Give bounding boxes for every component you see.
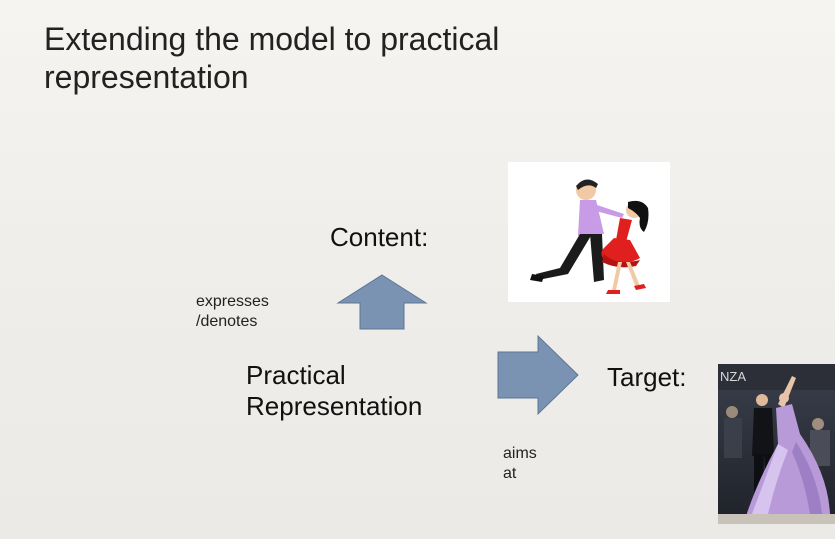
up-arrow-label: expresses /denotes bbox=[196, 292, 269, 332]
slide-title-line-1: Extending the model to practical bbox=[44, 21, 500, 57]
content-image bbox=[508, 162, 670, 302]
ballroom-dancers-photo-icon: NZA bbox=[718, 364, 835, 524]
right-arrow-label: aims at bbox=[503, 444, 537, 484]
up-arrow-label-line-2: /denotes bbox=[196, 313, 258, 330]
up-arrow-label-line-1: expresses bbox=[196, 293, 269, 310]
cartoon-dancers-icon bbox=[530, 179, 649, 294]
practical-line-2: Representation bbox=[246, 391, 423, 421]
right-arrow bbox=[497, 334, 579, 416]
right-arrow-label-line-2: at bbox=[503, 465, 517, 482]
banner-text: NZA bbox=[720, 369, 746, 384]
content-label: Content: bbox=[330, 222, 429, 252]
practical-representation-label: Practical Representation bbox=[246, 360, 422, 422]
target-label: Target: bbox=[607, 362, 687, 392]
up-arrow bbox=[336, 274, 428, 330]
target-image: NZA bbox=[718, 364, 835, 524]
practical-line-1: Practical bbox=[246, 360, 346, 390]
slide-title: Extending the model to practical represe… bbox=[44, 20, 664, 96]
right-arrow-label-line-1: aims bbox=[503, 445, 537, 462]
slide-title-line-2: representation bbox=[44, 59, 249, 95]
